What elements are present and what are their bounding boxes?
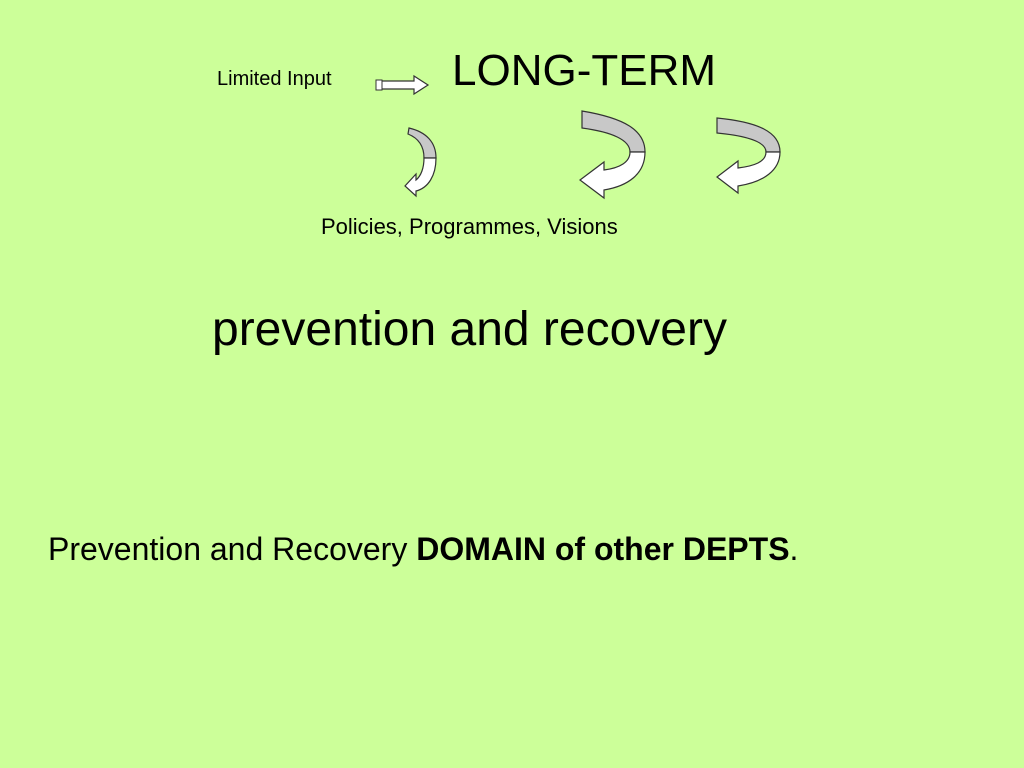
right-arrow-icon xyxy=(375,74,430,96)
curved-arrow-icon xyxy=(404,127,437,198)
curved-arrow-icon xyxy=(716,117,781,195)
prevention-title: prevention and recovery xyxy=(212,303,727,356)
long-term-heading: LONG-TERM xyxy=(452,46,716,95)
curved-arrow-icon xyxy=(579,110,646,200)
policies-label: Policies, Programmes, Visions xyxy=(321,214,618,239)
domain-statement-bold: DOMAIN of other DEPTS xyxy=(416,531,790,567)
domain-statement: Prevention and Recovery DOMAIN of other … xyxy=(48,531,798,568)
limited-input-label: Limited Input xyxy=(217,68,332,90)
domain-statement-normal: Prevention and Recovery xyxy=(48,531,417,567)
domain-statement-end: . xyxy=(789,531,799,567)
